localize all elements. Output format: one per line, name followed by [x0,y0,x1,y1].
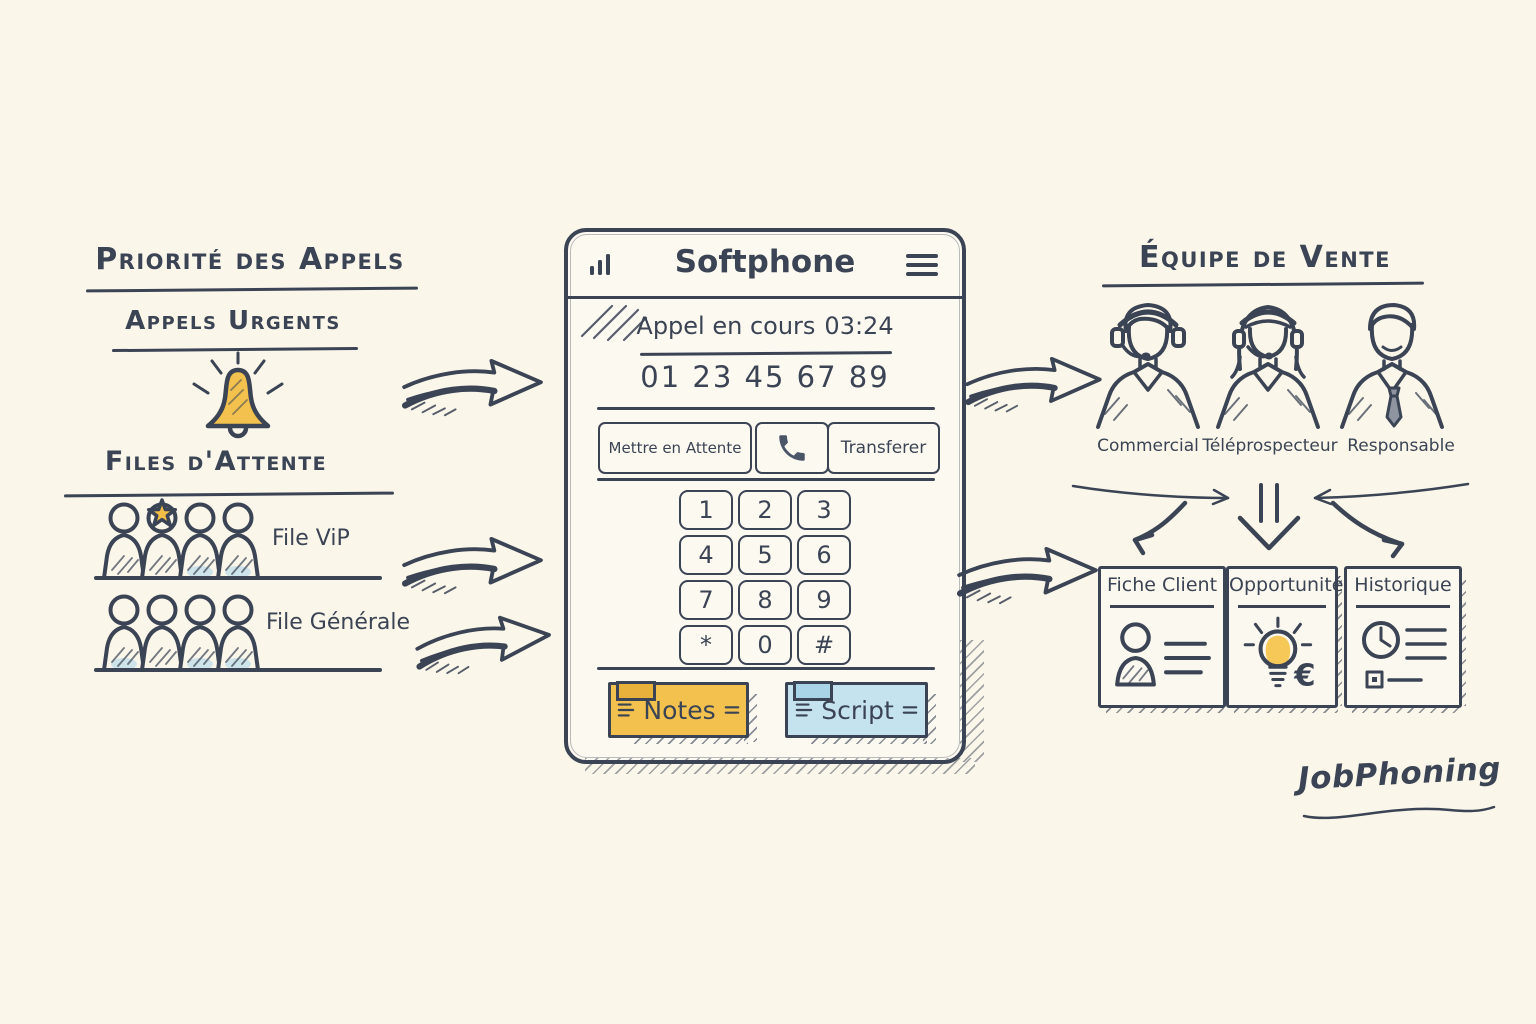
keypad-key[interactable]: 3 [797,490,851,530]
arrow-vip-to-softphone [398,536,548,600]
call-status: Appel en cours 03:24 [568,312,962,340]
call-status-text: Appel en cours [636,312,816,340]
text-lines-decoration [724,706,739,714]
status-underline [639,351,893,356]
brand-swash [1302,805,1496,820]
historique-card[interactable]: Historique [1344,566,1462,708]
text-lines-decoration [902,706,918,714]
sticky-tab [616,681,656,701]
vip-queue-illustration [94,498,382,580]
arrow-softphone-to-team [960,356,1108,418]
keypad-key[interactable]: # [797,625,851,665]
team-role-label: Téléprospecteur [1202,436,1338,456]
card-title: Fiche Client [1106,574,1218,596]
lightbulb-euro-icon: € [1243,616,1316,694]
keypad-key[interactable]: 4 [679,535,733,575]
opportunite-card[interactable]: Opportunité € [1226,566,1344,708]
corner-hatch-decoration [580,304,648,342]
arrow-general-to-softphone [408,611,560,683]
divider [597,407,935,410]
softphone-window: Softphone Appel en cours 03:24 01 23 45 … [564,228,966,764]
script-sticky-button[interactable]: Script [785,681,928,738]
team-to-crm-arrows [1071,482,1470,559]
text-lines-decoration [795,703,813,717]
softphone-shadow [585,758,975,774]
card-rule [1238,605,1326,608]
call-timer: 03:24 [824,312,894,340]
commercial-avatar [1096,303,1200,429]
phone-handset-icon [779,435,805,461]
transfer-button[interactable]: Transferer [827,422,940,474]
dial-keypad: 1 2 3 4 5 6 7 8 9 * 0 # [679,490,851,665]
sticky-tab [793,681,833,701]
card-title: Opportunité [1229,574,1344,596]
call-button[interactable] [755,422,829,474]
keypad-key[interactable]: 0 [738,625,792,665]
signal-bars-icon [590,254,610,275]
keypad-key[interactable]: 5 [738,535,792,575]
arrow-urgent-to-softphone [398,358,548,422]
responsable-avatar [1340,303,1444,429]
card-rule [1110,605,1214,608]
bell-icon [192,351,284,439]
script-label: Script [821,695,894,725]
softphone-header: Softphone [568,232,962,299]
clock-icon [1362,621,1447,689]
queues-title: Files d'Attente [104,446,328,477]
teleprospecteur-avatar [1216,305,1320,429]
vip-queue-label: File ViP [272,526,350,551]
text-lines-decoration [618,703,635,717]
keypad-key[interactable]: 1 [679,490,733,530]
left-panel-title: Priorité des Appels [95,242,405,277]
keypad-key[interactable]: 8 [738,580,792,620]
keypad-key[interactable]: 2 [738,490,792,530]
dialed-phone-number: 01 23 45 67 89 [640,360,890,394]
person-card-icon [1115,622,1211,687]
keypad-key[interactable]: 7 [679,580,733,620]
star-icon [146,498,178,528]
general-queue-label: File Générale [266,610,411,635]
team-title: Équipe de Vente [1139,240,1391,275]
general-queue-illustration [94,594,382,672]
softphone-title: Softphone [674,244,856,280]
underline [1101,281,1425,288]
divider [597,478,935,481]
softphone-shadow [960,640,984,762]
divider [597,667,935,670]
hamburger-menu-icon[interactable] [906,253,938,277]
notes-sticky-button[interactable]: Notes [608,681,749,738]
euro-symbol: € [1293,659,1315,694]
underline [63,491,395,498]
card-rule [1356,605,1450,608]
fiche-client-card[interactable]: Fiche Client [1098,566,1226,708]
hold-button[interactable]: Mettre en Attente [598,422,752,474]
keypad-key[interactable]: 9 [797,580,851,620]
keypad-key[interactable]: 6 [797,535,851,575]
team-role-label: Responsable [1347,436,1455,456]
keypad-key[interactable]: * [679,625,733,665]
underline [85,286,419,293]
brand-signature: JobPhoning [1297,750,1502,798]
urgent-calls-title: Appels Urgents [125,306,341,336]
card-title: Historique [1354,574,1452,596]
team-role-label: Commercial [1097,436,1199,456]
